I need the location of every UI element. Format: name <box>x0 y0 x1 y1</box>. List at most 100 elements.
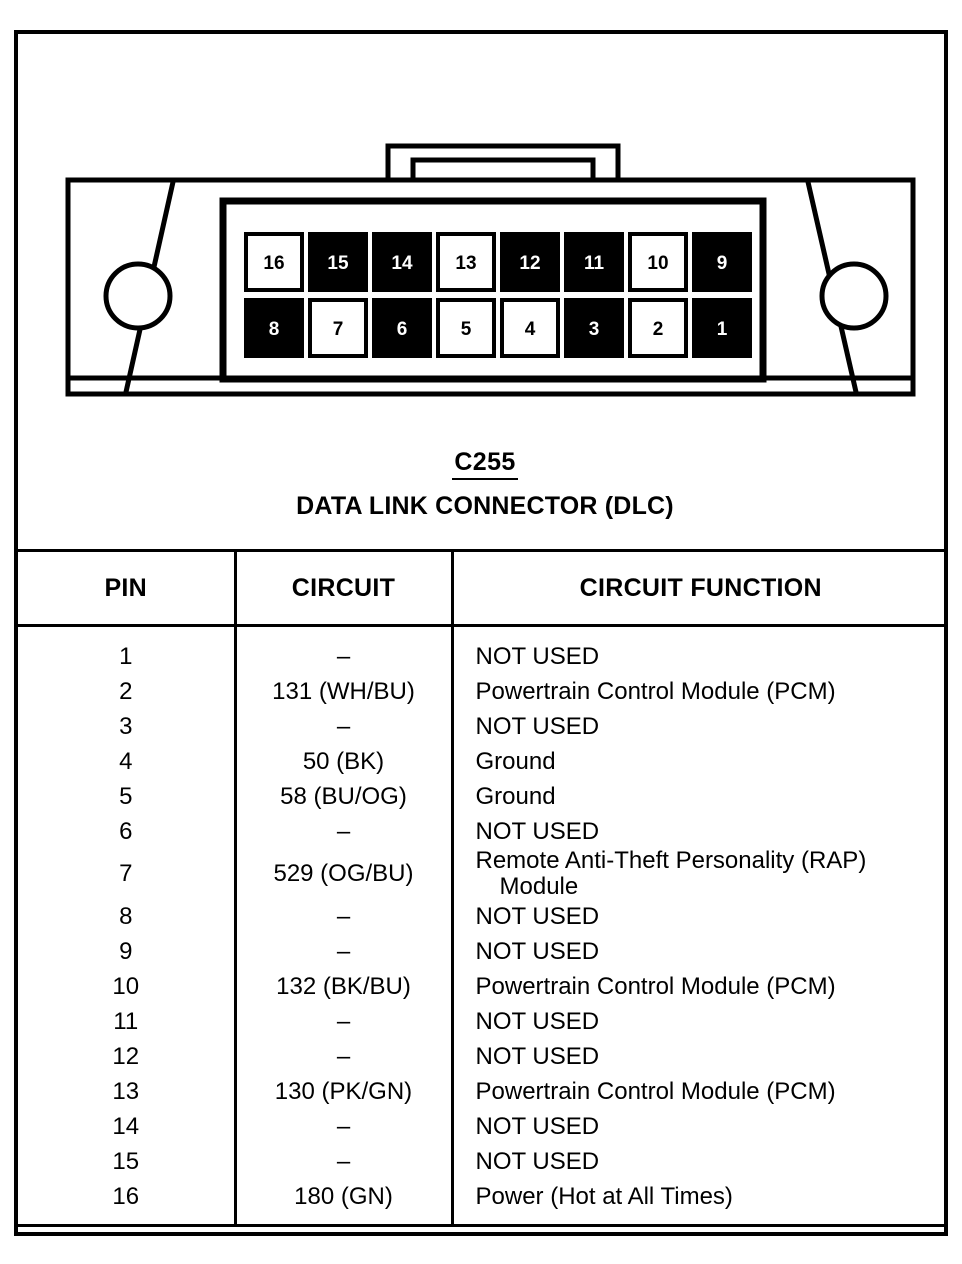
function-text: NOT USED <box>475 817 600 845</box>
function-text: NOT USED <box>475 1042 600 1070</box>
cell-circuit-function: Remote Anti-Theft Personality (RAP)Modul… <box>452 849 948 899</box>
pin-label-13: 13 <box>455 253 476 274</box>
cell-circuit-function: NOT USED <box>452 934 948 969</box>
pin-cell-1: 1 <box>692 298 752 358</box>
cell-circuit: 58 (BU/OG) <box>235 779 454 814</box>
function-text: Ground <box>475 782 556 810</box>
table-header: PIN CIRCUIT CIRCUIT FUNCTION <box>18 549 948 627</box>
connector-name: DATA LINK CONNECTOR (DLC) <box>296 492 674 521</box>
table-header-row: PIN CIRCUIT CIRCUIT FUNCTION <box>18 549 948 627</box>
cell-circuit: – <box>235 1144 454 1179</box>
pin-label-2: 2 <box>653 319 664 340</box>
cell-circuit: 131 (WH/BU) <box>235 674 454 709</box>
pin-cell-8: 8 <box>244 298 304 358</box>
cell-circuit-function: Ground <box>452 779 948 814</box>
right-bolt-hole <box>819 261 889 331</box>
cell-pin-number: 8 <box>18 899 237 934</box>
cell-circuit: – <box>235 1039 454 1074</box>
function-text: Powertrain Control Module (PCM) <box>475 1077 836 1105</box>
cell-pin-number: 16 <box>18 1179 237 1224</box>
cell-pin-number: 10 <box>18 969 237 1004</box>
pin-cell-3: 3 <box>564 298 624 358</box>
cell-circuit-function: Powertrain Control Module (PCM) <box>452 1074 948 1109</box>
pin-label-7: 7 <box>333 319 344 340</box>
table-row: 11–NOT USED <box>18 1004 948 1039</box>
function-text: Power (Hot at All Times) <box>475 1182 733 1210</box>
function-text: NOT USED <box>475 1007 600 1035</box>
pin-cell-15: 15 <box>308 232 368 292</box>
cell-pin-number: 9 <box>18 934 237 969</box>
cell-circuit: – <box>235 625 454 674</box>
function-text: NOT USED <box>475 902 600 930</box>
pin-label-14: 14 <box>391 253 413 274</box>
pin-label-8: 8 <box>269 319 280 340</box>
cell-circuit: – <box>235 709 454 744</box>
table-bottom-rule <box>18 1224 948 1227</box>
cell-circuit-function: NOT USED <box>452 626 948 675</box>
function-text: Ground <box>475 747 556 775</box>
cell-circuit-function: NOT USED <box>452 814 948 849</box>
function-text: NOT USED <box>475 1112 600 1140</box>
table-row: 9–NOT USED <box>18 934 948 969</box>
pin-label-6: 6 <box>397 319 408 340</box>
pin-cell-11: 11 <box>564 232 624 292</box>
cell-circuit-function: NOT USED <box>452 1109 948 1144</box>
column-header-function: CIRCUIT FUNCTION <box>452 549 948 627</box>
cell-pin-number: 15 <box>18 1144 237 1179</box>
cell-circuit-function: NOT USED <box>452 1144 948 1179</box>
table-row: 8–NOT USED <box>18 899 948 934</box>
function-text: Powertrain Control Module (PCM) <box>475 677 836 705</box>
cell-circuit-function: Powertrain Control Module (PCM) <box>452 674 948 709</box>
connector-latch-tab <box>385 143 621 185</box>
function-text: Powertrain Control Module (PCM) <box>475 972 836 1000</box>
column-header-circuit: CIRCUIT <box>235 549 454 627</box>
cell-pin-number: 7 <box>18 849 237 899</box>
function-text: NOT USED <box>475 642 600 670</box>
pin-label-11: 11 <box>584 253 605 274</box>
cell-pin-number: 5 <box>18 779 237 814</box>
cell-pin-number: 2 <box>18 674 237 709</box>
pin-cell-9: 9 <box>692 232 752 292</box>
pin-cell-10: 10 <box>628 232 688 292</box>
cell-pin-number: 14 <box>18 1109 237 1144</box>
pin-cell-2: 2 <box>628 298 688 358</box>
cell-circuit: 50 (BK) <box>235 744 454 779</box>
pin-label-5: 5 <box>461 319 472 340</box>
function-text: NOT USED <box>475 712 600 740</box>
table-row: 1–NOT USED <box>18 625 948 675</box>
cell-circuit: 130 (PK/GN) <box>235 1074 454 1109</box>
cell-circuit-function: NOT USED <box>452 899 948 934</box>
cell-circuit-function: NOT USED <box>452 709 948 744</box>
cell-pin-number: 4 <box>18 744 237 779</box>
cell-circuit-function: NOT USED <box>452 1004 948 1039</box>
pin-cell-6: 6 <box>372 298 432 358</box>
pin-label-1: 1 <box>717 319 728 340</box>
cell-pin-number: 11 <box>18 1004 237 1039</box>
pin-cell-7: 7 <box>308 298 368 358</box>
pin-label-16: 16 <box>263 253 284 274</box>
table-row: 3–NOT USED <box>18 709 948 744</box>
pin-label-3: 3 <box>589 319 600 340</box>
cell-circuit: 180 (GN) <box>235 1179 454 1224</box>
cell-circuit: – <box>235 1004 454 1039</box>
cell-circuit-function: Power (Hot at All Times) <box>452 1179 948 1224</box>
table-row: 14–NOT USED <box>18 1109 948 1144</box>
pin-cell-16: 16 <box>244 232 304 292</box>
cell-pin-number: 13 <box>18 1074 237 1109</box>
left-bolt-hole <box>103 261 173 331</box>
pin-cell-13: 13 <box>436 232 496 292</box>
cell-circuit-function: Ground <box>452 744 948 779</box>
page-border: 16 15 14 13 12 <box>14 30 948 1236</box>
connector-title-block: C255 DATA LINK CONNECTOR (DLC) <box>18 449 952 521</box>
pin-row-bottom: 8 7 6 5 4 <box>244 298 752 358</box>
column-header-pin: PIN <box>18 549 237 627</box>
cell-circuit-function: NOT USED <box>452 1039 948 1074</box>
